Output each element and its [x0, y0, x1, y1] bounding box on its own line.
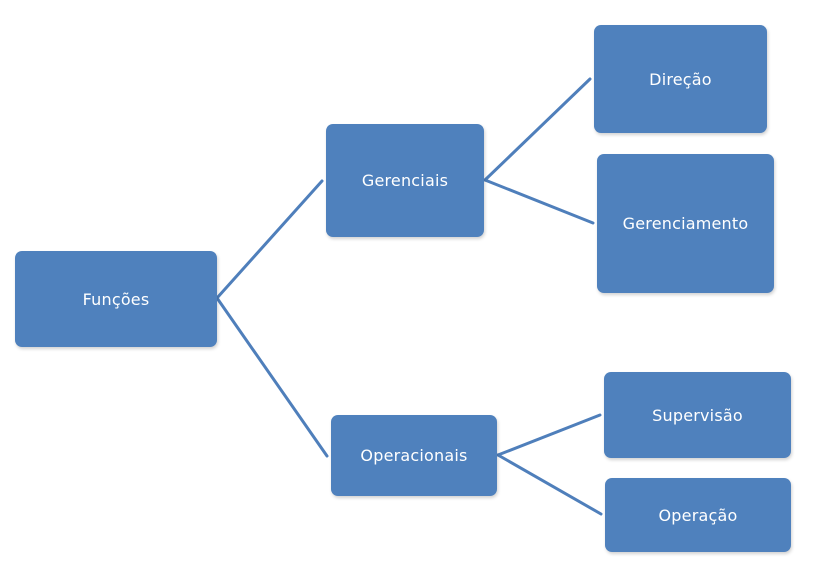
connector-gerenciais-direcao: [483, 77, 592, 182]
node-gerenciais: Gerenciais: [326, 124, 484, 237]
connector-operacionais-operacao: [496, 453, 603, 516]
node-funcoes-label: Funções: [82, 289, 150, 309]
node-direcao-label: Direção: [649, 69, 712, 89]
node-operacao-label: Operação: [658, 505, 738, 525]
node-supervisao: Supervisão: [604, 372, 791, 458]
node-gerenciais-label: Gerenciais: [361, 171, 449, 190]
node-supervisao-label: Supervisão: [652, 405, 743, 425]
connector-funcoes-operacionais: [215, 296, 329, 458]
connector-gerenciais-gerenciamento: [483, 178, 595, 225]
node-gerenciamento-label: Gerenciamento: [622, 214, 749, 233]
connector-funcoes-gerenciais: [215, 179, 324, 300]
node-operacionais: Operacionais: [331, 415, 497, 496]
node-operacao: Operação: [605, 478, 791, 552]
node-funcoes: Funções: [15, 251, 217, 347]
connector-operacionais-supervisao: [496, 413, 602, 457]
node-direcao: Direção: [594, 25, 767, 133]
node-gerenciamento: Gerenciamento: [597, 154, 774, 293]
node-operacionais-label: Operacionais: [360, 446, 468, 465]
